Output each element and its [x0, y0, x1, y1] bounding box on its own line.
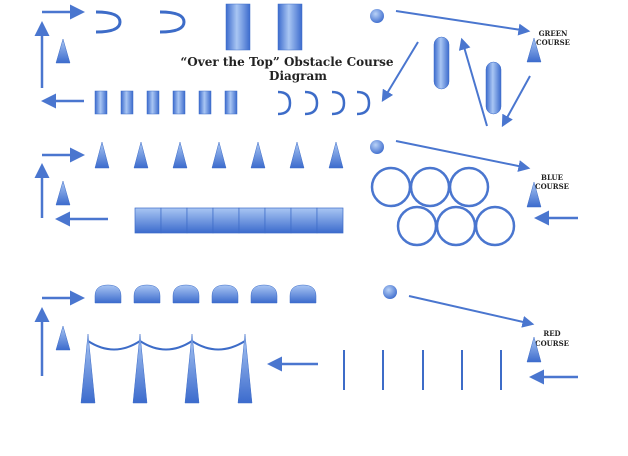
cone-obstacle [133, 141, 149, 169]
course-label: COURSE [535, 339, 569, 348]
ring-obstacle [396, 205, 438, 247]
block-obstacle [212, 207, 240, 234]
course-label: COURSE [535, 182, 569, 191]
block-obstacle [316, 207, 344, 234]
block-obstacle [160, 207, 188, 234]
course-label: RED [543, 329, 560, 338]
block-row [94, 90, 238, 115]
green-course: GREEN COURSE [34, 3, 570, 128]
arrow-to-label [395, 140, 531, 172]
arrow-to-label [408, 295, 535, 328]
wall-obstacle [277, 3, 303, 51]
spike-obstacle [184, 333, 200, 404]
block-obstacle [94, 90, 108, 115]
arch-obstacle [304, 90, 319, 116]
cone-obstacle [526, 37, 542, 63]
wall-obstacle [225, 3, 251, 51]
cone-row [94, 141, 344, 169]
block-obstacle [224, 90, 238, 115]
cone-obstacle [55, 38, 71, 64]
dome-obstacle [172, 284, 200, 304]
dome-obstacle [211, 284, 239, 304]
arch-obstacle [95, 10, 122, 34]
arch-obstacle [331, 90, 346, 116]
arch-obstacle [159, 10, 186, 34]
arrow-diagonal [381, 41, 419, 103]
cone-obstacle [55, 325, 71, 351]
rope-spike-obstacle [80, 333, 253, 404]
block-row [134, 207, 344, 234]
cone-obstacle [172, 141, 188, 169]
ring-cluster [370, 166, 516, 247]
diagram-title-line2: Diagram [269, 69, 327, 83]
arrow-diagonal [501, 75, 531, 128]
block-obstacle [120, 90, 134, 115]
ring-obstacle [409, 166, 451, 208]
cone-obstacle [211, 141, 227, 169]
dome-obstacle [133, 284, 161, 304]
diagram-title-line1: “Over the Top” Obstacle Course [180, 55, 394, 69]
cone-obstacle [328, 141, 344, 169]
rope-line [87, 339, 246, 351]
pole-row [343, 350, 502, 390]
block-obstacle [146, 90, 160, 115]
ring-obstacle [435, 205, 477, 247]
ball-marker [370, 9, 384, 23]
cone-obstacle [289, 141, 305, 169]
tube-obstacle [485, 61, 502, 115]
dome-obstacle [250, 284, 278, 304]
ball-marker [370, 140, 384, 154]
cone-obstacle [250, 141, 266, 169]
spike-obstacle [237, 333, 253, 404]
arch-obstacle [356, 90, 371, 116]
block-obstacle [238, 207, 266, 234]
block-obstacle [290, 207, 318, 234]
block-obstacle [198, 90, 212, 115]
spike-obstacle [80, 333, 96, 404]
dome-obstacle [94, 284, 122, 304]
cone-obstacle [526, 336, 542, 363]
block-obstacle [172, 90, 186, 115]
dome-obstacle [289, 284, 317, 304]
arch-obstacle [277, 90, 292, 116]
tube-obstacle [433, 36, 450, 90]
ring-obstacle [474, 205, 516, 247]
arrow-to-label [395, 10, 531, 36]
cone-obstacle [94, 141, 110, 169]
ring-obstacle [370, 166, 412, 208]
ball-marker [383, 285, 397, 299]
block-obstacle [134, 207, 162, 234]
spike-obstacle [132, 333, 148, 404]
course-label: GREEN [539, 29, 568, 38]
block-obstacle [186, 207, 214, 234]
course-label: COURSE [536, 38, 570, 47]
block-obstacle [264, 207, 292, 234]
cone-obstacle [526, 181, 542, 208]
blue-course: BLUE COURSE [34, 140, 578, 247]
red-course: RED COURSE [34, 284, 578, 404]
arrow-diagonal [458, 37, 488, 127]
ring-obstacle [448, 166, 490, 208]
dome-row [94, 284, 317, 304]
course-label: BLUE [541, 173, 563, 182]
cone-obstacle [55, 180, 71, 206]
